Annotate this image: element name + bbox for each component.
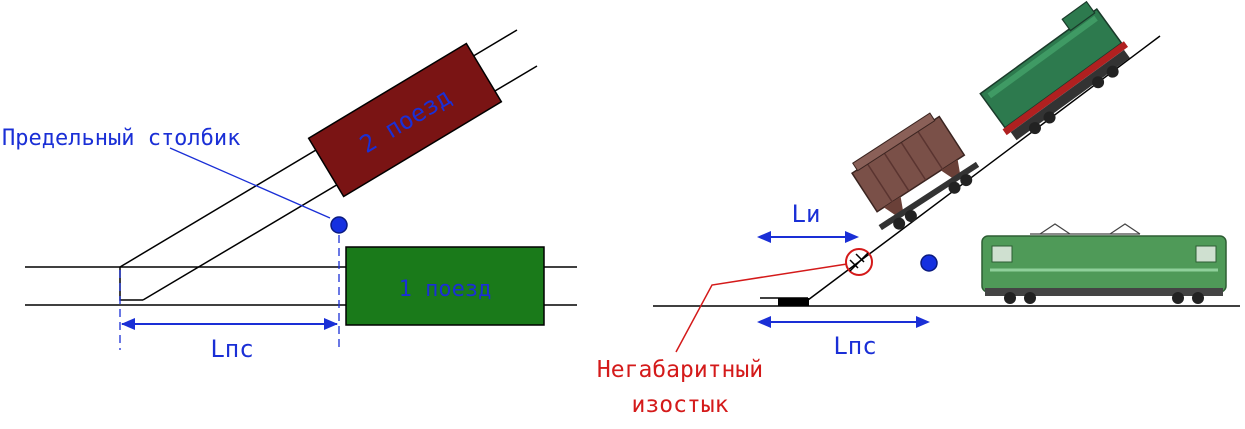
hopper-wagon-image [851,112,980,231]
clearance-post-marker [330,216,348,234]
left-diagram: 2 поезд 1 поезд Предельный столбик Lпс [2,29,577,363]
train-1: 1 поезд [345,246,545,326]
dimension-lps-arrow-right [916,316,930,328]
switch-frog [119,267,143,301]
dimension-label-li: Lи [792,200,821,228]
diesel-locomotive-image [979,0,1130,141]
right-clearance-post-marker [920,254,938,272]
dimension-lps-arrow-left [757,316,771,328]
switch-point [778,298,809,306]
train-2: 2 поезд [307,42,503,198]
insulated-joint-icon [845,248,873,276]
train-1-label: 1 поезд [399,277,492,302]
electric-locomotive-image [981,223,1227,304]
clearance-post-label: Предельный столбик [2,126,240,151]
dimension-arrow-left [121,318,135,330]
insulated-joint-leader [675,263,848,353]
dimension-li-arrow-right [845,231,859,243]
insulated-joint-label-line2: изостык [632,392,729,418]
dimension-arrow-right [324,318,338,330]
dimension-label-lps-right: Lпс [833,332,876,360]
dimension-label-lps-left: Lпс [210,335,253,363]
dimension-li-arrow-left [757,231,771,243]
clearance-post-leader [169,147,331,219]
right-diagram: Негабаритный изостык Lи Lпс [597,0,1240,418]
insulated-joint-label-line1: Негабаритный [597,357,763,383]
